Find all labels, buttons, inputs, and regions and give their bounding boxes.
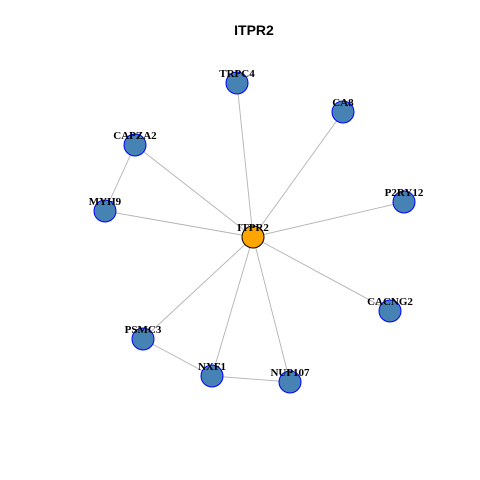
node-label-trpc4: TRPC4 (219, 68, 255, 80)
edge-itpr2-myh9 (104, 210, 254, 238)
edge-itpr2-psmc3 (142, 236, 254, 340)
node-label-itpr2: ITPR2 (237, 222, 269, 234)
node-label-myh9: MYH9 (89, 196, 122, 208)
node-trpc4[interactable] (225, 71, 249, 95)
diagram-title: ITPR2 (234, 22, 274, 38)
node-label-nxf1: NXF1 (198, 361, 226, 373)
node-p2ry12[interactable] (392, 190, 416, 214)
edge-itpr2-trpc4 (236, 82, 254, 238)
edge-psmc3-nxf1 (142, 338, 213, 377)
node-itpr2[interactable] (241, 225, 265, 249)
edge-nxf1-nup107 (211, 375, 291, 383)
edges-layer (104, 82, 405, 383)
node-label-p2ry12: P2RY12 (385, 187, 424, 199)
node-label-ca8: CA8 (332, 97, 354, 109)
node-ca8[interactable] (331, 100, 355, 124)
edge-itpr2-nxf1 (211, 236, 254, 377)
node-psmc3[interactable] (131, 327, 155, 351)
nodes-layer (93, 71, 416, 394)
node-nxf1[interactable] (200, 364, 224, 388)
node-label-psmc3: PSMC3 (125, 324, 162, 336)
edge-capza2-myh9 (104, 144, 136, 212)
edge-itpr2-capza2 (134, 144, 254, 238)
node-label-capza2: CAPZA2 (113, 130, 157, 142)
edge-itpr2-nup107 (252, 236, 291, 383)
node-myh9[interactable] (93, 199, 117, 223)
edge-itpr2-cacng2 (252, 236, 391, 312)
edge-itpr2-ca8 (252, 111, 344, 238)
labels-layer: ITPR2 TRPC4CA8CAPZA2P2RY12MYH9CACNG2PSMC3… (89, 68, 424, 379)
node-capza2[interactable] (123, 133, 147, 157)
node-nup107[interactable] (278, 370, 302, 394)
edge-itpr2-p2ry12 (252, 201, 405, 238)
node-label-nup107: NUP107 (270, 367, 310, 379)
node-label-cacng2: CACNG2 (367, 296, 413, 308)
node-cacng2[interactable] (378, 299, 402, 323)
